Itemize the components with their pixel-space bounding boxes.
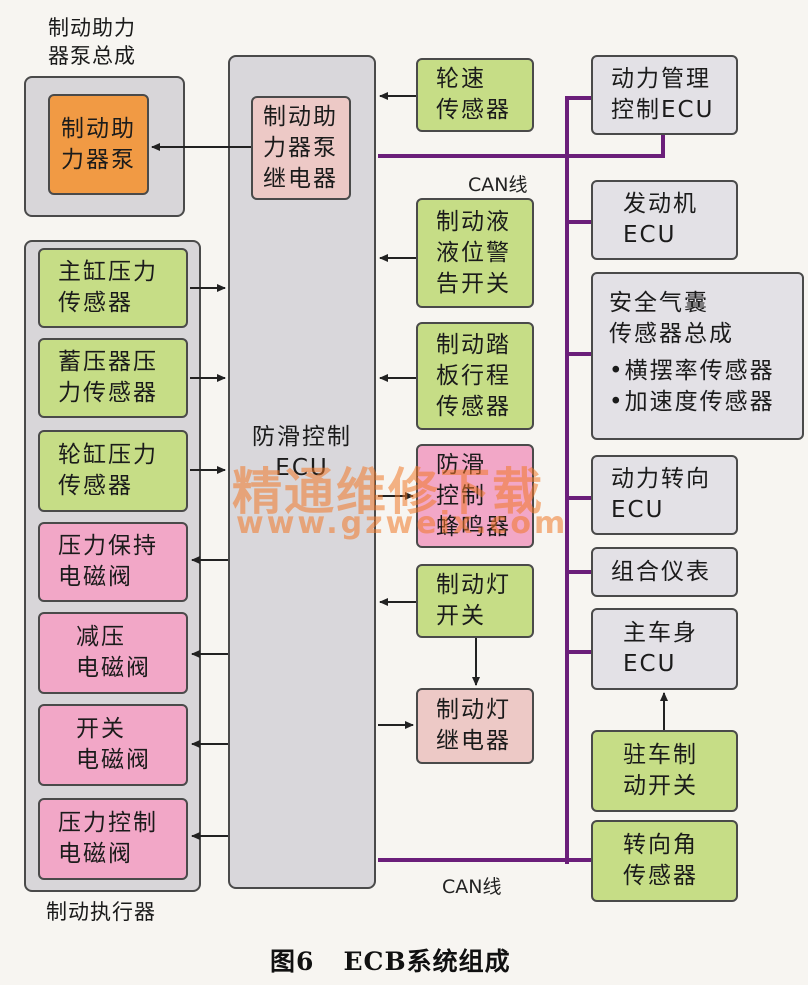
watermark-url: www.gzweix.com <box>236 506 569 541</box>
combination-meter: 组合仪表 <box>591 547 738 597</box>
pressure-holding-solenoid: 压力保持 电磁阀 <box>38 522 188 602</box>
pressure-reduction-solenoid: 减压 电磁阀 <box>38 612 188 694</box>
main-body-ecu: 主车身 ECU <box>591 608 738 690</box>
can-bus-upper-vertical <box>661 132 665 158</box>
switching-solenoid: 开关 电磁阀 <box>38 704 188 786</box>
wheel-speed-sensor: 轮速 传感器 <box>416 58 534 132</box>
power-management-ecu: 动力管理 控制ECU <box>591 55 738 135</box>
airbag-sensor-assembly: 安全气囊 传感器总成 •横摆率传感器 •加速度传感器 <box>591 272 804 440</box>
master-cylinder-pressure-sensor: 主缸压力 传感器 <box>38 248 188 328</box>
pressure-control-solenoid: 压力控制 电磁阀 <box>38 798 188 880</box>
can-stub-airbag <box>565 352 593 356</box>
parking-brake-switch: 驻车制 动开关 <box>591 730 738 812</box>
airbag-title: 安全气囊 传感器总成 <box>609 290 734 347</box>
can-bus-upper-branch <box>378 154 664 158</box>
acceleration-sensor-item: •加速度传感器 <box>609 389 775 415</box>
can-stub-engine <box>565 220 593 224</box>
can-stub-steering <box>565 858 593 862</box>
accumulator-pressure-sensor: 蓄压器压 力传感器 <box>38 338 188 418</box>
brake-pedal-stroke-sensor: 制动踏 板行程 传感器 <box>416 322 534 430</box>
can-stub-meter <box>565 570 593 574</box>
eps-ecu: 动力转向 ECU <box>591 455 738 535</box>
skid-control-buzzer: 防滑 控制 蜂鸣器 <box>416 444 534 548</box>
watermark-text: 精通维修下载 <box>232 463 544 521</box>
can-label-upper: CAN线 <box>468 174 528 196</box>
engine-ecu: 发动机 ECU <box>591 180 738 260</box>
booster-pump: 制动助 力器泵 <box>48 94 149 195</box>
can-bus-lower-branch <box>378 858 596 862</box>
can-stub-eps <box>565 496 593 500</box>
brake-actuator-title: 制动执行器 <box>46 900 156 924</box>
wheel-cylinder-pressure-sensor: 轮缸压力 传感器 <box>38 430 188 512</box>
skid-control-ecu-label: 防滑控制 ECU <box>252 424 352 481</box>
stop-light-relay: 制动灯 继电器 <box>416 688 534 764</box>
can-stub-body <box>565 650 593 654</box>
booster-assembly-title: 制动助力 器泵总成 <box>48 16 136 68</box>
steering-angle-sensor: 转向角 传感器 <box>591 820 738 902</box>
brake-fluid-level-switch: 制动液 液位警 告开关 <box>416 198 534 308</box>
can-stub-power-mgmt <box>565 96 593 100</box>
figure-caption: 图6 ECB系统组成 <box>270 947 511 976</box>
yaw-rate-sensor-item: •横摆率传感器 <box>609 358 775 384</box>
stop-light-switch: 制动灯 开关 <box>416 564 534 638</box>
can-bus-line <box>565 96 569 864</box>
booster-pump-relay: 制动助 力器泵 继电器 <box>251 96 351 200</box>
can-label-lower: CAN线 <box>442 876 502 898</box>
